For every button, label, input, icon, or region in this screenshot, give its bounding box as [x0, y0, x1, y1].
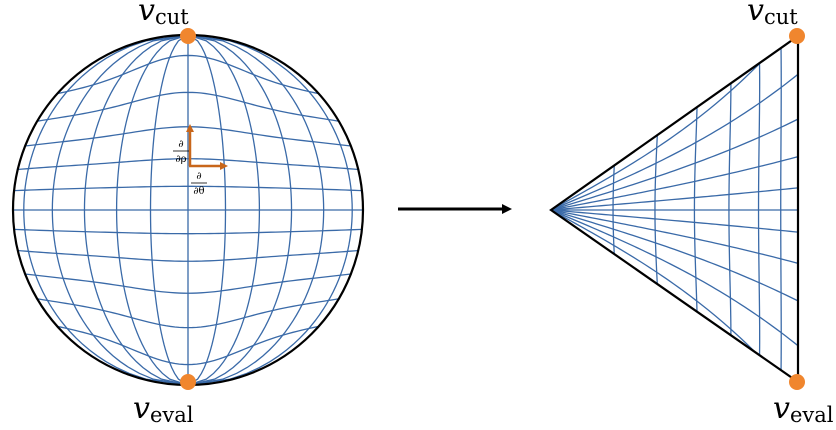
triangle-vertex-cut [789, 28, 805, 44]
triangle-vertex-eval [789, 374, 805, 390]
disc-label-cut: vcut [138, 0, 189, 29]
triangle-horizontal-curve [551, 209, 798, 347]
triangle-label-eval: veval [773, 391, 834, 427]
disc-parallel-line [13, 316, 363, 366]
theta-vector-label-num: ∂ [196, 171, 201, 182]
disc-parallel-line [13, 249, 363, 262]
triangle-horizontal-curve [551, 209, 798, 264]
triangle-horizontal-curve [551, 209, 798, 382]
disc-parallel-line [13, 228, 363, 235]
disc-parallel-line [13, 185, 363, 192]
disc-figure: ∂ ∂ρ ∂ ∂θ vcut veval [11, 0, 365, 427]
triangle-horizontal-curve [551, 36, 798, 211]
rho-vector-label-num: ∂ [178, 139, 183, 150]
disc-parallel-line [13, 158, 363, 171]
disc-parallel-line [13, 271, 363, 294]
disc-parallel-line [13, 126, 363, 149]
disc-vertex-cut [180, 28, 196, 44]
theta-arrowhead [220, 162, 228, 170]
triangle-boundary [549, 33, 800, 385]
triangle-horizontal-curve [551, 73, 798, 211]
triangle-label-cut: vcut [747, 0, 798, 29]
disc-label-eval: veval [133, 391, 194, 427]
triangle-horizontal-curve [551, 156, 798, 211]
disc-parallel-line [13, 294, 363, 329]
triangle-horizontal-curve [551, 187, 798, 211]
disc-parallel-line [13, 91, 363, 126]
triangle-figure: vcut veval [549, 0, 834, 427]
rho-arrowhead [186, 124, 194, 132]
disc-parallel-line [13, 54, 363, 104]
triangle-grid [551, 36, 798, 382]
disc-vertex-eval [180, 374, 196, 390]
disc-grid [13, 35, 363, 385]
rho-vector-label-den: ∂ρ [175, 154, 186, 165]
tangent-vectors: ∂ ∂ρ ∂ ∂θ [173, 124, 228, 197]
triangle-horizontal-curve [551, 118, 798, 211]
theta-vector-label-den: ∂θ [193, 186, 204, 197]
triangle-horizontal-curve [551, 209, 798, 302]
triangle-horizontal-curve [551, 209, 798, 233]
